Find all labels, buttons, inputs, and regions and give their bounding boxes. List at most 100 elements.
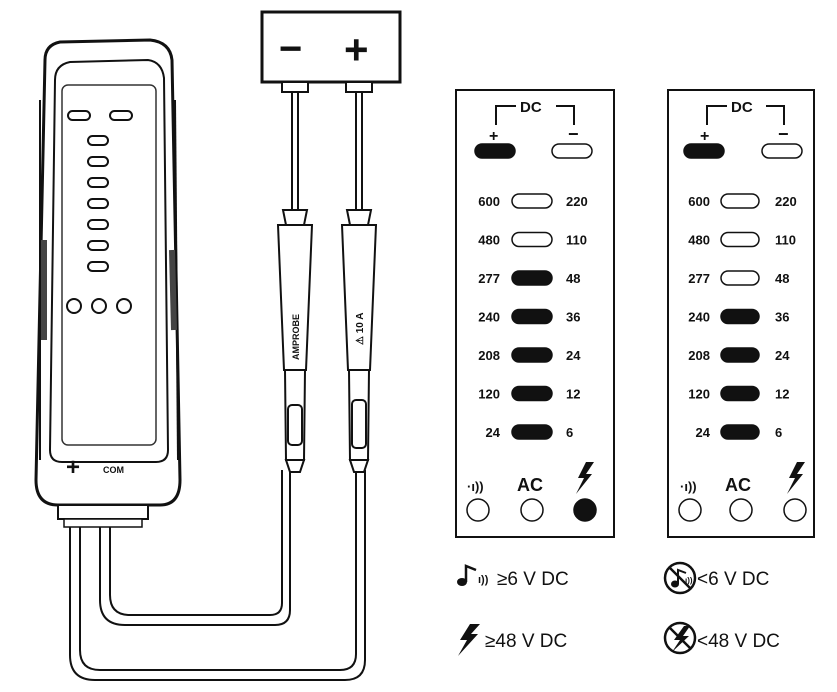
dc-bracket — [495, 105, 575, 125]
voltage-label-left: 240 — [688, 310, 710, 325]
lightning-off-icon — [663, 621, 697, 655]
voltage-label-left: 480 — [688, 233, 710, 248]
voltage-label-right: 12 — [775, 387, 789, 402]
negative-terminal — [281, 81, 309, 93]
sound-icon: ·ı)) — [680, 479, 697, 494]
voltage-label-left: 240 — [478, 310, 500, 325]
legend-text-hv-off: <48 V DC — [697, 631, 780, 652]
tester-dc-led-plus — [67, 110, 91, 121]
voltage-label-right: 48 — [775, 271, 789, 286]
buzzer-on-icon: ı)) — [457, 564, 489, 586]
tester-dc-led-minus — [109, 110, 133, 121]
voltage-label-left: 208 — [478, 348, 500, 363]
voltage-label-right: 220 — [775, 194, 797, 209]
black-probe — [276, 91, 314, 473]
svg-text:ı)): ı)) — [685, 576, 693, 585]
voltage-label-right: 6 — [775, 425, 782, 440]
voltage-label-left: 277 — [688, 271, 710, 286]
dc-label: DC — [731, 99, 753, 116]
battery-minus-sign: − — [279, 27, 302, 71]
tester-led-column — [66, 110, 133, 314]
positive-terminal — [345, 81, 373, 93]
ac-label: AC — [517, 475, 543, 495]
svg-text:ı)): ı)) — [478, 574, 489, 586]
voltage-label-left: 120 — [688, 387, 710, 402]
ac-indicator-led — [729, 498, 753, 522]
voltage-led — [720, 308, 760, 325]
voltage-led — [511, 308, 553, 325]
voltage-label-left: 24 — [696, 425, 711, 440]
ac-indicator-led — [520, 498, 544, 522]
tester-led — [87, 177, 109, 188]
voltage-led — [511, 424, 553, 440]
voltage-led — [720, 424, 760, 440]
sound-indicator-led — [678, 498, 702, 522]
voltage-label-right: 12 — [566, 387, 580, 402]
buzzer-off-icon: ı)) — [663, 561, 697, 595]
voltage-label-left: 600 — [478, 194, 500, 209]
battery-plus-sign: + — [344, 26, 369, 73]
tester-com-label: COM — [103, 465, 124, 475]
red-probe-text: ⚠ 10 A — [355, 313, 366, 346]
voltage-label-right: 6 — [566, 425, 573, 440]
voltage-led — [511, 193, 553, 209]
tester-led — [87, 135, 109, 146]
dc-minus-label: − — [778, 124, 789, 144]
black-probe-text: AMPROBE — [291, 314, 301, 360]
sound-icon: ·ı)) — [467, 479, 484, 494]
lightning-on-icon — [458, 624, 480, 656]
voltage-led — [511, 347, 553, 363]
test-leads — [69, 470, 366, 681]
tester-plus-label: + — [66, 454, 80, 481]
high-voltage-indicator-led — [573, 498, 597, 522]
sound-indicator-led — [466, 498, 490, 522]
dc-bracket — [706, 105, 785, 125]
dc-source-box — [260, 10, 402, 93]
legend-text-hv-on: ≥48 V DC — [485, 631, 567, 652]
tester-body — [34, 38, 182, 528]
tester-led — [87, 240, 109, 251]
voltage-label-right: 36 — [566, 310, 580, 325]
tester-indicator-led — [91, 298, 107, 314]
voltage-label-left: 277 — [478, 271, 500, 286]
voltage-label-right: 24 — [566, 348, 581, 363]
voltage-led — [511, 385, 553, 402]
voltage-label-left: 600 — [688, 194, 710, 209]
voltage-led — [511, 231, 553, 248]
legend-text-sound-on: ≥6 V DC — [497, 569, 569, 590]
voltage-led — [720, 193, 760, 209]
voltage-label-left: 120 — [478, 387, 500, 402]
voltage-led — [720, 270, 760, 286]
voltage-label-left: 480 — [478, 233, 500, 248]
dc-minus-led — [551, 143, 593, 159]
tester-indicator-led — [116, 298, 132, 314]
voltage-label-right: 36 — [775, 310, 789, 325]
dc-minus-label: − — [568, 124, 579, 144]
voltage-led — [720, 385, 760, 402]
dc-plus-led — [683, 143, 725, 159]
tester-led — [87, 156, 109, 167]
high-voltage-icon — [576, 462, 594, 494]
high-voltage-indicator-led — [783, 498, 807, 522]
dc-minus-led — [761, 143, 803, 159]
voltage-label-left: 208 — [688, 348, 710, 363]
tester-indicator-led — [66, 298, 82, 314]
tester-led — [87, 219, 109, 230]
voltage-label-right: 110 — [775, 233, 796, 248]
dc-label: DC — [520, 99, 542, 116]
voltage-label-right: 220 — [566, 194, 588, 209]
red-probe — [340, 91, 378, 473]
voltage-label-right: 110 — [566, 233, 587, 248]
ac-label: AC — [725, 475, 751, 495]
dc-plus-label: + — [700, 128, 709, 145]
dc-plus-label: + — [489, 128, 498, 145]
high-voltage-icon — [787, 462, 805, 494]
tester-led — [87, 261, 109, 272]
legend-text-sound-off: <6 V DC — [697, 569, 769, 590]
voltage-led — [720, 347, 760, 363]
voltage-led — [720, 231, 760, 248]
tester-led — [87, 198, 109, 209]
